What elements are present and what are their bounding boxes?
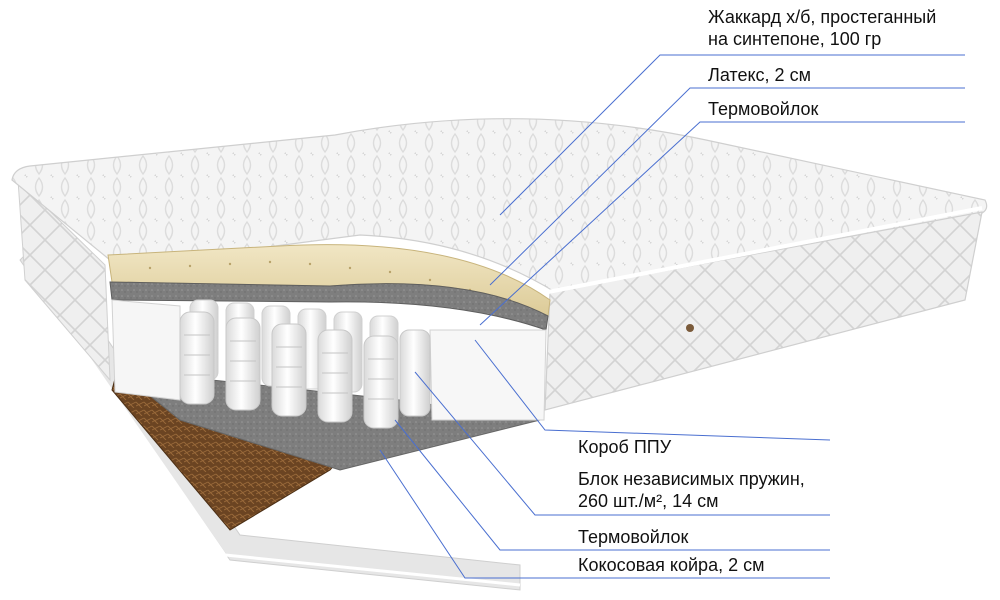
- spring: [225, 317, 261, 411]
- top-felt-layer: [109, 281, 549, 331]
- spring: [271, 323, 307, 417]
- label-jacquard: Жаккард х/б, простеганный на синтепоне, …: [708, 7, 937, 49]
- spring-coil-marks: [184, 334, 394, 400]
- mattress-right-side: [544, 211, 983, 411]
- leader-coir: [379, 449, 830, 579]
- label-springs: Блок независимых пружин, 260 шт./м², 14 …: [578, 469, 805, 511]
- mattress-left-side: [17, 178, 111, 382]
- label-felt-top: Термовойлок: [708, 99, 819, 119]
- label-latex: Латекс, 2 см: [708, 65, 811, 85]
- foam-box-right: [429, 329, 547, 421]
- leader-felt-top: [479, 121, 965, 326]
- vent-hole: [686, 324, 694, 332]
- spring-block: [179, 299, 431, 429]
- spring: [399, 329, 431, 417]
- spring: [363, 335, 399, 429]
- leader-lines: [379, 54, 965, 579]
- spring: [317, 329, 353, 423]
- mattress-top-surface: [11, 118, 988, 293]
- leader-felt-bottom: [394, 419, 830, 551]
- mattress-base-edge: [33, 279, 521, 587]
- foam-box-left: [111, 299, 181, 401]
- label-felt-bottom: Термовойлок: [578, 527, 689, 547]
- leader-jacquard: [499, 54, 965, 216]
- leader-foam-box: [474, 339, 831, 441]
- leader-latex: [489, 87, 965, 286]
- label-foam-box: Короб ППУ: [578, 437, 672, 457]
- leader-springs: [414, 371, 830, 516]
- mattress-right-piping: [547, 206, 983, 294]
- spring: [179, 311, 215, 405]
- label-coir: Кокосовая койра, 2 см: [578, 555, 765, 575]
